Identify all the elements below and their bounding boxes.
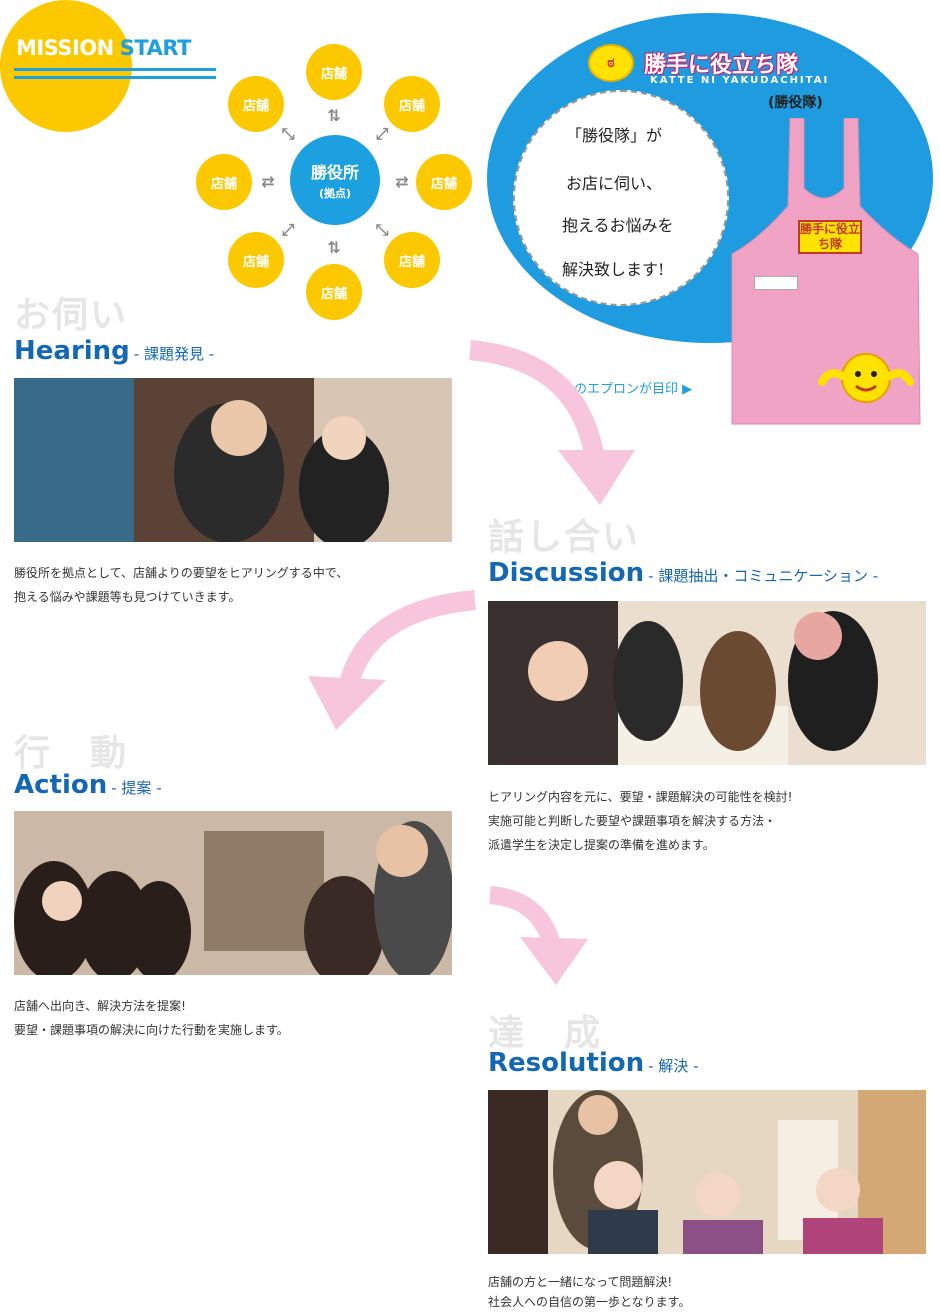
action-subtitle: - 提案 - bbox=[111, 779, 162, 797]
diagonal-arrow-icon: ⤡ bbox=[281, 124, 295, 143]
action-photo bbox=[14, 811, 452, 975]
apron-logo-badge: 勝手に役立ち隊 bbox=[798, 220, 862, 254]
shop-node-bottom-right: 店舗 bbox=[384, 232, 440, 288]
mission-underline bbox=[14, 68, 216, 71]
shop-node-left: 店舗 bbox=[196, 154, 252, 210]
mission-badge-circle bbox=[0, 0, 132, 132]
action-jp-title: 行 動 bbox=[14, 733, 129, 774]
action-en-title: Action- 提案 - bbox=[14, 770, 162, 800]
bubble-line: 「勝役隊」が bbox=[566, 126, 663, 145]
hearing-subtitle: - 課題発見 - bbox=[133, 345, 215, 363]
resolution-desc-line: 社会人への自信の第一歩となります。 bbox=[488, 1295, 691, 1309]
hearing-en-label: Hearing bbox=[14, 336, 130, 366]
apron-name-tag bbox=[754, 276, 798, 290]
diagonal-arrow-icon: ⤢ bbox=[281, 220, 295, 239]
team-logo: ಠ 勝手に役立ち隊 bbox=[588, 44, 798, 82]
discussion-subtitle: - 課題抽出・コミュニケーション - bbox=[648, 567, 879, 585]
resolution-subtitle: - 解決 - bbox=[648, 1057, 699, 1075]
resolution-en-title: Resolution- 解決 - bbox=[488, 1048, 699, 1078]
flow-arrow-icon bbox=[488, 886, 588, 985]
shop-node-bottom: 店舗 bbox=[306, 264, 362, 320]
team-logo-romaji: KATTE NI YAKUDACHITAI bbox=[650, 75, 830, 86]
bubble-line: お店に伺い、 bbox=[566, 174, 663, 193]
discussion-photo bbox=[488, 601, 926, 765]
flow-arrow-icon bbox=[308, 590, 476, 730]
mission-underline bbox=[14, 76, 216, 79]
speech-bubble bbox=[513, 90, 729, 306]
mission-word: MISSION bbox=[16, 36, 114, 60]
shop-node-top-right: 店舗 bbox=[384, 76, 440, 132]
shop-node-top-left: 店舗 bbox=[228, 76, 284, 132]
hearing-en-title: Hearing- 課題発見 - bbox=[14, 336, 214, 366]
diagonal-arrow-icon: ⤢ bbox=[375, 124, 389, 143]
mascot-icon bbox=[818, 353, 914, 403]
discussion-jp-title: 話し合い bbox=[488, 517, 641, 558]
diagonal-arrow-icon: ⤡ bbox=[375, 220, 389, 239]
hearing-jp-title: お伺い bbox=[14, 295, 129, 336]
action-en-label: Action bbox=[14, 770, 108, 800]
resolution-jp-title: 達 成 bbox=[488, 1013, 603, 1054]
bubble-line: 解決致します! bbox=[562, 260, 665, 279]
team-logo-short: (勝役隊) bbox=[768, 95, 823, 111]
hub-center-node: 勝役所 (拠点) bbox=[290, 135, 380, 225]
apron-caption: このエプロンが目印 ▶ bbox=[561, 382, 693, 397]
resolution-en-label: Resolution bbox=[488, 1048, 645, 1078]
leftright-arrow-icon: ⇄ bbox=[395, 172, 409, 191]
hub-center-sub: (拠点) bbox=[318, 187, 352, 200]
discussion-desc-line: 実施可能と判断した要望や課題事項を解決する方法・ bbox=[488, 814, 777, 828]
discussion-desc-line: 派遣学生を決定し提案の準備を進めます。 bbox=[488, 838, 715, 852]
updown-arrow-icon: ⇅ bbox=[327, 106, 341, 125]
discussion-en-label: Discussion bbox=[488, 558, 645, 588]
bubble-line: 抱えるお悩みを bbox=[562, 216, 674, 235]
discussion-desc-line: ヒアリング内容を元に、要望・課題解決の可能性を検討! bbox=[488, 790, 793, 804]
team-logo-title: 勝手に役立ち隊 bbox=[644, 53, 799, 78]
shop-node-top: 店舗 bbox=[306, 44, 362, 100]
action-desc-line: 店舗へ出向き、解決方法を提案! bbox=[14, 999, 186, 1013]
flow-arrow-icon bbox=[469, 340, 635, 505]
discussion-en-title: Discussion- 課題抽出・コミュニケーション - bbox=[488, 558, 878, 588]
shop-node-right: 店舗 bbox=[416, 154, 472, 210]
action-desc-line: 要望・課題事項の解決に向けた行動を実施します。 bbox=[14, 1023, 289, 1037]
hearing-photo bbox=[14, 378, 452, 542]
apron-illustration bbox=[731, 118, 921, 425]
leftright-arrow-icon: ⇄ bbox=[261, 172, 275, 191]
updown-arrow-icon: ⇅ bbox=[327, 238, 341, 257]
start-word: START bbox=[119, 36, 192, 60]
mascot-face-icon: ಠ bbox=[588, 44, 634, 82]
hearing-desc-line: 抱える悩みや課題等も見つけていきます。 bbox=[14, 590, 241, 604]
hearing-desc-line: 勝役所を拠点として、店舗よりの要望をヒアリングする中で、 bbox=[14, 566, 349, 580]
resolution-desc-line: 店舗の方と一緒になって問題解決! bbox=[488, 1275, 673, 1289]
shop-node-bottom-left: 店舗 bbox=[228, 232, 284, 288]
hub-center-label: 勝役所 bbox=[310, 163, 359, 182]
resolution-photo bbox=[488, 1090, 926, 1254]
